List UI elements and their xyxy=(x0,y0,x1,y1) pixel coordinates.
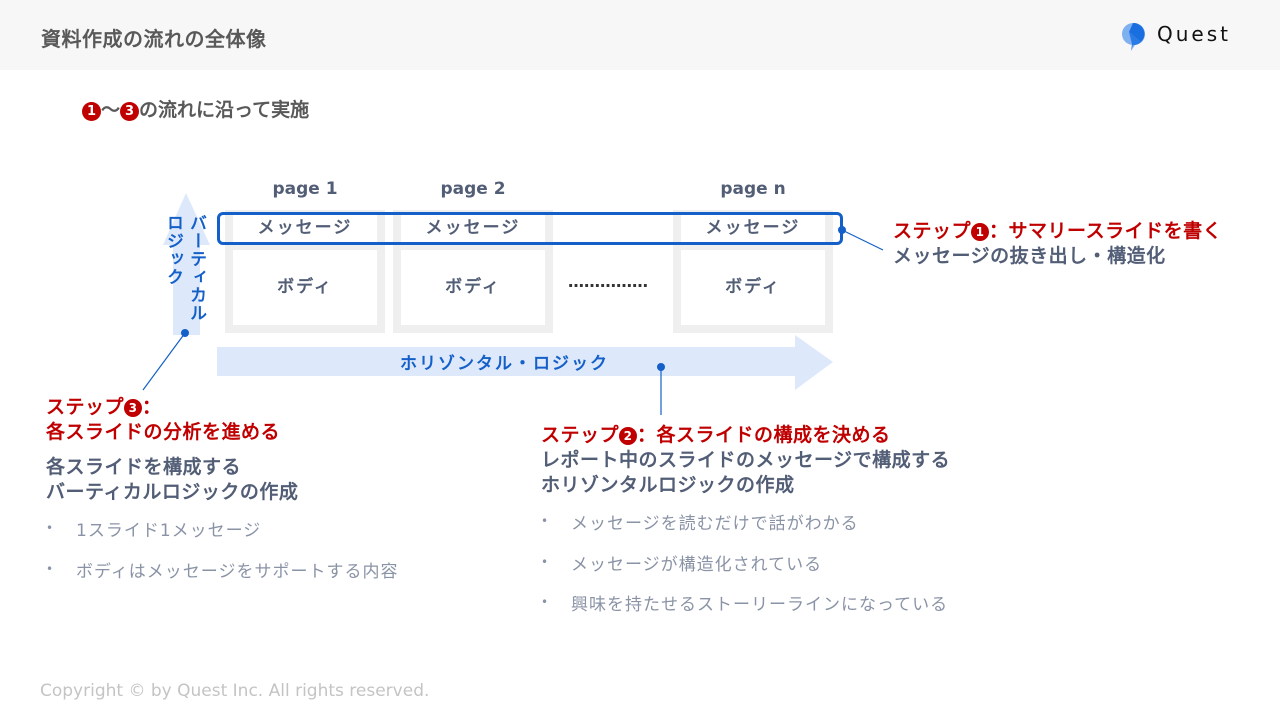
subtitle-text: の流れに沿って実施 xyxy=(139,99,310,121)
step2-description: ホリゾンタルロジックの作成 xyxy=(541,474,795,496)
quest-logo-icon xyxy=(1122,22,1145,51)
step-number-badge: 1 xyxy=(82,102,101,121)
ellipsis: …………… xyxy=(568,272,648,291)
step-number-badge: 1 xyxy=(971,223,990,241)
page-body: ボディ xyxy=(401,250,545,325)
page-thumbnail: メッセージ ボディ xyxy=(673,210,833,333)
step-number-badge: 2 xyxy=(619,427,638,445)
page-label: page 2 xyxy=(440,179,506,199)
bullet-item: ボディはメッセージをサポートする内容 xyxy=(46,557,398,582)
page-message: メッセージ xyxy=(233,215,377,242)
page-title: 資料作成の流れの全体像 xyxy=(41,27,267,51)
page-body: ボディ xyxy=(681,250,825,325)
bullet-item: メッセージが構造化されている xyxy=(541,550,948,590)
quest-logo: Quest xyxy=(1121,22,1245,54)
horizontal-logic-arrow xyxy=(217,335,833,390)
bullet-item: 1スライド1メッセージ xyxy=(46,516,398,557)
header-bar xyxy=(0,0,1280,70)
bullet-item: 興味を持たせるストーリーラインになっている xyxy=(541,590,948,615)
message-row-highlight xyxy=(217,212,843,245)
page-label: page n xyxy=(720,179,786,199)
step3-description: 各スライドを構成する xyxy=(46,456,242,478)
page-body: ボディ xyxy=(233,250,377,325)
copyright: Copyright © by Quest Inc. All rights res… xyxy=(40,681,430,701)
logo-text: Quest xyxy=(1157,22,1231,46)
vertical-logic-label: ロジック xyxy=(163,214,183,286)
page-thumbnail: メッセージ ボディ xyxy=(225,210,385,333)
page-label: page 1 xyxy=(272,179,338,199)
page-message: メッセージ xyxy=(681,215,825,242)
step2-description: レポート中のスライドのメッセージで構成する xyxy=(541,449,951,471)
step-number-badge: 3 xyxy=(120,102,140,121)
tilde: 〜 xyxy=(101,99,121,121)
vertical-logic-label: バーティカル xyxy=(186,214,206,322)
step3-description: バーティカルロジックの作成 xyxy=(46,481,299,503)
bullet-item: メッセージを読むだけで話がわかる xyxy=(541,509,948,550)
page-thumbnail: メッセージ ボディ xyxy=(393,210,553,333)
step2-bullets: メッセージを読むだけで話がわかる メッセージが構造化されている 興味を持たせるス… xyxy=(541,509,948,615)
step-number-badge: 3 xyxy=(124,399,143,417)
step3-title-line2: 各スライドの分析を進める xyxy=(46,421,281,443)
page-message: メッセージ xyxy=(401,215,545,242)
step1-description: メッセージの抜き出し・構造化 xyxy=(893,245,1166,267)
horizontal-logic-label: ホリゾンタル・ロジック xyxy=(400,354,609,374)
vertical-logic-arrow xyxy=(163,193,210,335)
step3-bullets: 1スライド1メッセージ ボディはメッセージをサポートする内容 xyxy=(46,516,398,582)
